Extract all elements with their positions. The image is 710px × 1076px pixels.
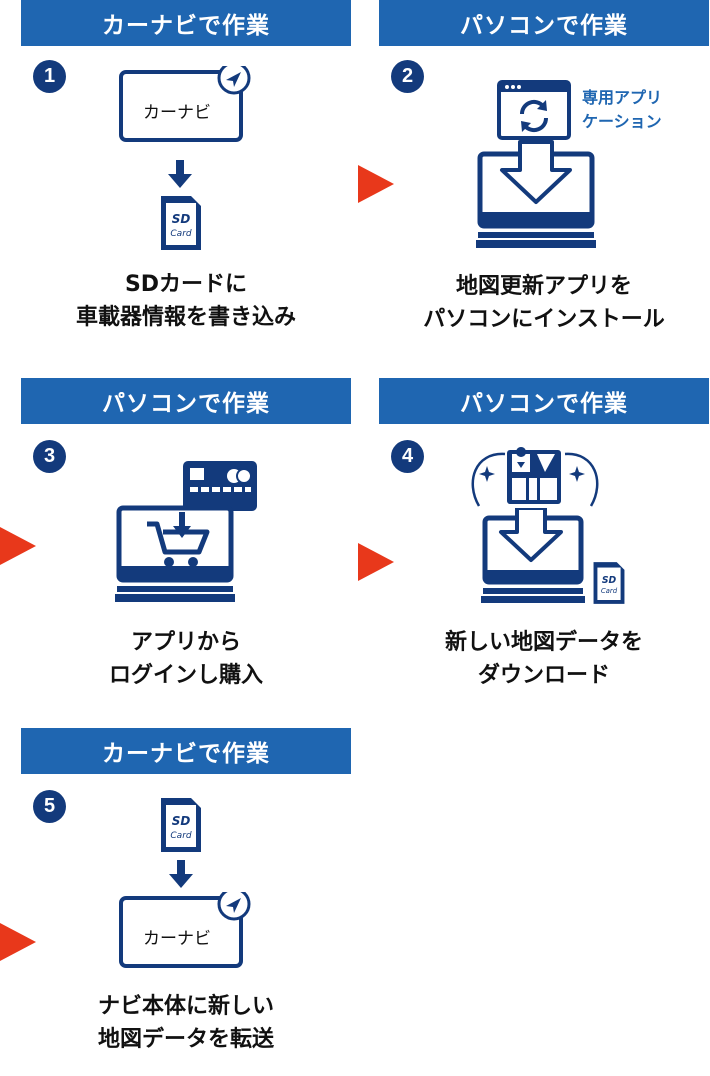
step-arrow-icon (0, 923, 36, 961)
navi-device-label: カーナビ (143, 929, 211, 949)
computer-icon (481, 508, 585, 603)
step-header: パソコンで作業 (379, 378, 709, 424)
computer-icon (476, 140, 596, 248)
sd-card-label: SD (172, 814, 191, 828)
caption-line: 車載器情報を書き込み (75, 305, 296, 330)
step-panel-4: パソコンで作業 4 SD Card 新しい地図データを ダウンロード (379, 378, 709, 708)
sync-app-icon (497, 80, 571, 140)
down-arrow-icon (169, 860, 193, 888)
step-caption: 新しい地図データを ダウンロード (379, 626, 709, 692)
step-panel-5: カーナビで作業 5 SD Card カーナビ ナビ本体に新しい 地図データを転送 (21, 728, 351, 1076)
step-panel-1: カーナビで作業 1 カーナビ SD Card SDカードに 車載器情報を書き込み (21, 0, 351, 360)
navi-device-icon: カーナビ (119, 66, 251, 142)
step-arrow-icon (358, 165, 394, 203)
step-number-badge: 2 (391, 60, 424, 93)
credit-card-icon (183, 461, 257, 511)
step-panel-3: パソコンで作業 3 アプリから ログインし購入 (21, 378, 351, 708)
caption-line: ログインし購入 (108, 663, 263, 688)
step-header: カーナビで作業 (21, 728, 351, 774)
caption-line: 地図データを転送 (97, 1027, 274, 1052)
step-caption: ナビ本体に新しい 地図データを転送 (21, 990, 351, 1056)
down-arrow-icon (168, 160, 192, 188)
cart-icon (147, 512, 210, 567)
sd-card-sublabel: Card (601, 587, 618, 595)
step-number-badge: 5 (33, 790, 66, 823)
step-number-badge: 1 (33, 60, 66, 93)
caption-line: ナビ本体に新しい (97, 994, 274, 1019)
caption-line: ダウンロード (477, 663, 610, 688)
step-arrow-icon (358, 543, 394, 581)
step-panel-2: パソコンで作業 2 専用アプリ ケーション 地図更新アプリを パソコンにインスト… (379, 0, 709, 360)
step-header: カーナビで作業 (21, 0, 351, 46)
app-label: 専用アプリ ケーション (582, 86, 662, 134)
step-caption: アプリから ログインし購入 (21, 626, 351, 692)
map-icon (471, 447, 599, 507)
step-number-badge: 4 (391, 440, 424, 473)
sd-card-icon: SD Card (161, 798, 201, 852)
caption-line: SDカードに (124, 272, 248, 297)
navi-device-label: カーナビ (143, 103, 211, 123)
sd-card-sublabel: Card (170, 229, 191, 239)
step-number-badge: 3 (33, 440, 66, 473)
caption-line: 地図更新アプリを (455, 274, 632, 299)
app-label-line: 専用アプリ (582, 88, 663, 107)
sd-card-icon: SD Card (593, 562, 625, 604)
caption-line: パソコンにインストール (423, 307, 665, 332)
step-header: パソコンで作業 (21, 378, 351, 424)
sd-card-label: SD (172, 212, 191, 226)
caption-line: 新しい地図データを (444, 630, 643, 655)
sd-card-icon: SD Card (161, 196, 201, 250)
sd-card-label: SD (602, 575, 617, 586)
sparkle-icon (479, 466, 585, 482)
step-caption: SDカードに 車載器情報を書き込み (21, 268, 351, 334)
caption-line: アプリから (130, 630, 241, 655)
navi-device-icon: カーナビ (119, 892, 251, 968)
step-caption: 地図更新アプリを パソコンにインストール (379, 270, 709, 336)
step-header: パソコンで作業 (379, 0, 709, 46)
app-label-line: ケーション (582, 112, 662, 131)
sd-card-sublabel: Card (170, 831, 191, 841)
step-arrow-icon (0, 527, 36, 565)
